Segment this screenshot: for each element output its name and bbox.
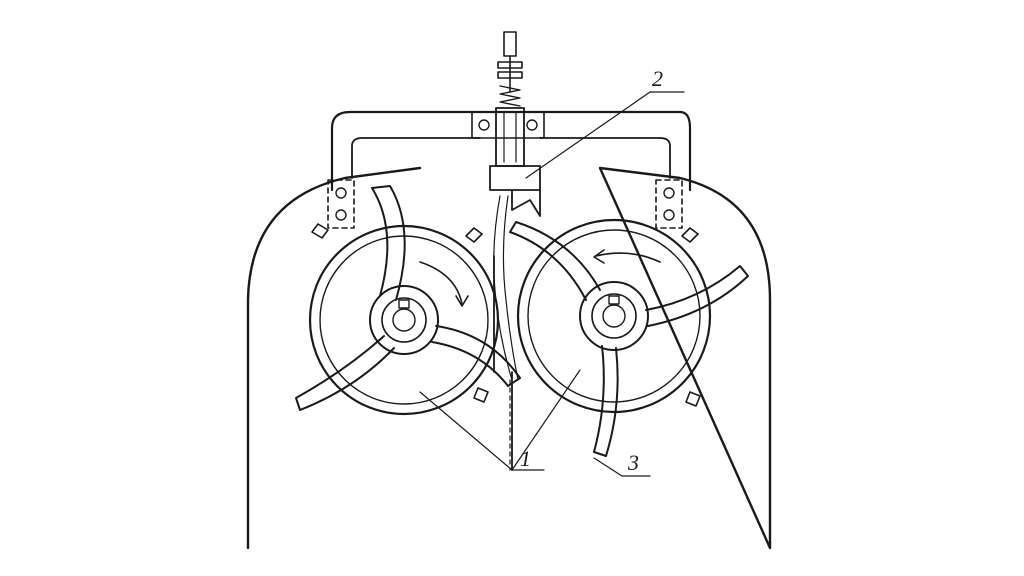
- left-blade-right: [431, 325, 521, 387]
- leader-lines: [419, 91, 685, 477]
- left-rotor: [295, 185, 521, 416]
- center-partition: [493, 255, 513, 471]
- top-frame-inner: [351, 137, 671, 179]
- right-rotor: [509, 218, 749, 457]
- arrow-rotation-cw-icon: [419, 261, 463, 305]
- housing: [246, 166, 772, 550]
- left-blade-top: [371, 185, 406, 301]
- callout-3: 3: [627, 450, 639, 475]
- callout-2: 2: [652, 66, 663, 91]
- right-blade-left: [509, 221, 601, 301]
- right-blade-bottom: [593, 345, 619, 457]
- nozzle-assembly: [471, 31, 545, 381]
- top-frame: [330, 110, 692, 192]
- left-blade-left: [295, 335, 395, 411]
- arrow-rotation-ccw-icon: [595, 252, 661, 263]
- right-blade-right: [645, 265, 749, 327]
- callout-1: 1: [520, 446, 531, 471]
- right-mount-bracket: [655, 179, 683, 229]
- left-mount-bracket: [327, 179, 355, 229]
